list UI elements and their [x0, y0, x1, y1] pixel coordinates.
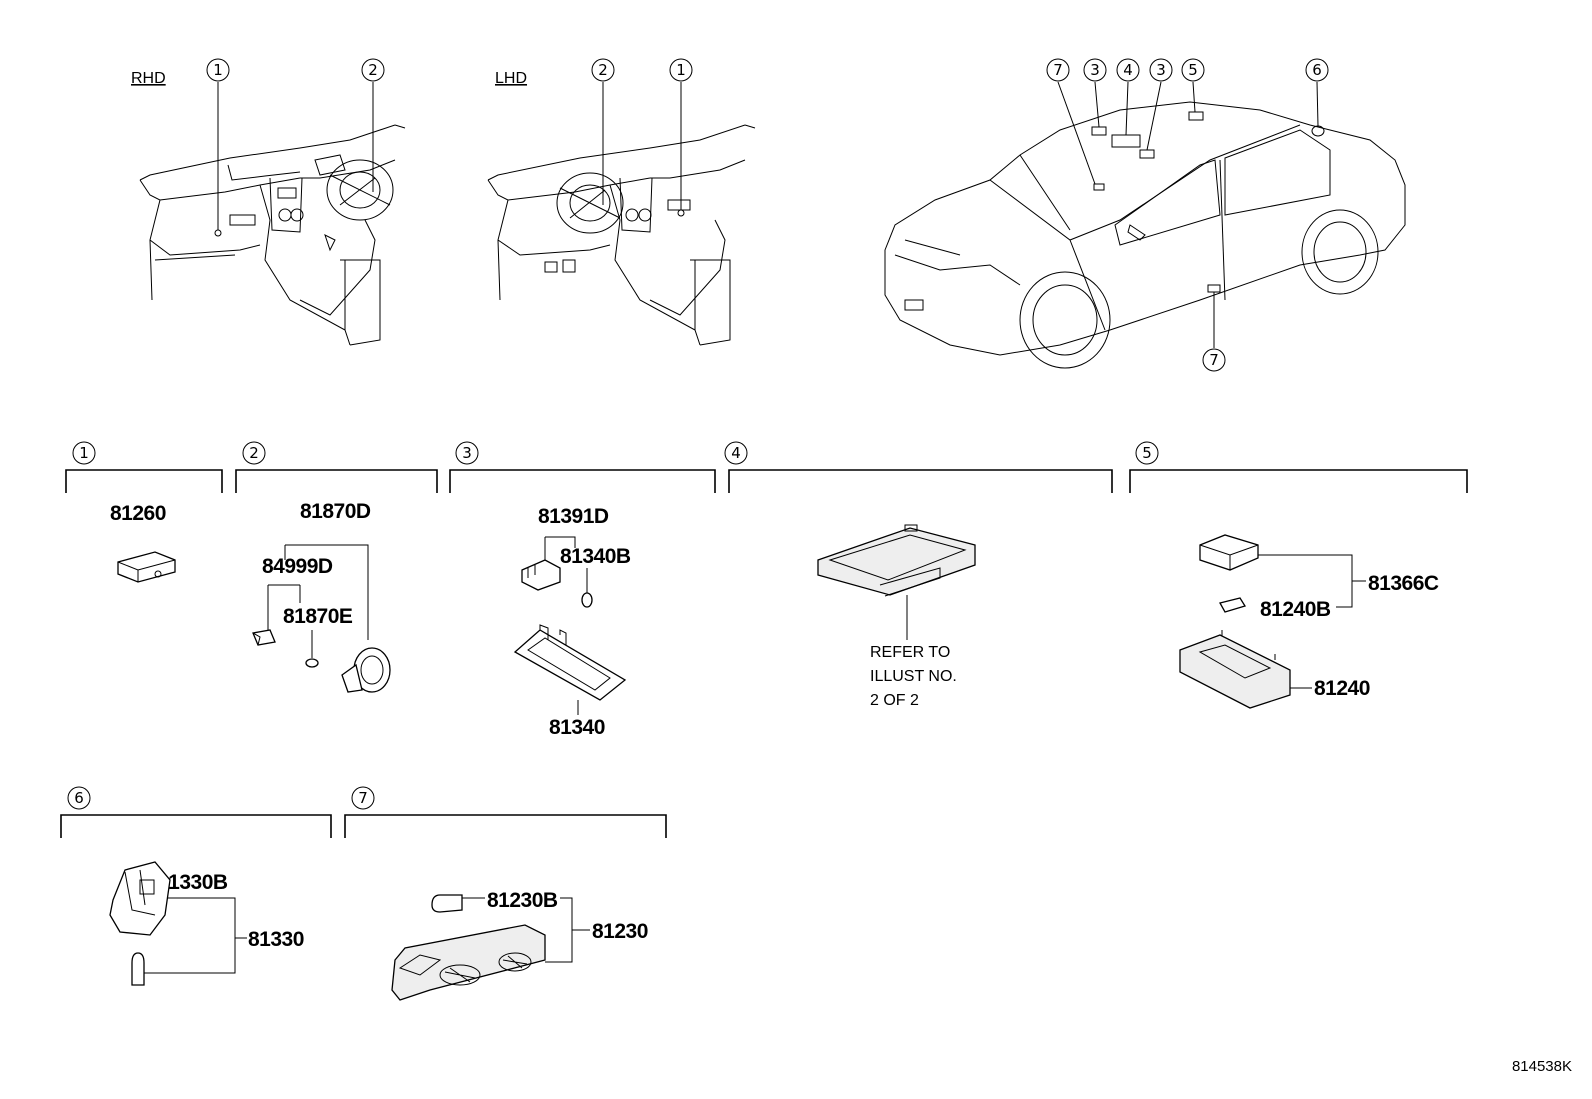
- group-6: 6 81330B 81330: [60, 786, 332, 986]
- part-81340B-label: 81340B: [560, 545, 631, 568]
- group-2: 2 81870D 84999D 81870E: [235, 441, 438, 693]
- part-81230-label: 81230: [592, 920, 648, 943]
- part-81340-label: 81340: [549, 716, 605, 739]
- part-81330-bulb-shape: [131, 952, 145, 986]
- part-81240B-label: 81240B: [1260, 598, 1331, 621]
- refer-note-line-2: ILLUST NO.: [870, 668, 957, 685]
- part-81340B-shape: [581, 592, 593, 608]
- callout-1-rhd: 1: [213, 61, 223, 79]
- part-81330B-label: 81330B: [157, 871, 228, 894]
- part-81870E-label: 81870E: [283, 605, 353, 628]
- part-81240-shape: [1179, 630, 1291, 709]
- group-4-callout: 4: [731, 444, 741, 462]
- callout-7-car-bottom: 7: [1209, 351, 1219, 369]
- part-81230-shape: [391, 924, 546, 1001]
- part-81870E-shape: [305, 658, 319, 668]
- part-81260-shape: [117, 551, 176, 583]
- refer-note-line-3: 2 OF 2: [870, 692, 919, 709]
- callout-6-car: 6: [1312, 61, 1322, 79]
- illustration-code: 814538K: [1512, 1058, 1572, 1075]
- part-81391D-label: 81391D: [538, 505, 609, 528]
- part-81330-label: 81330: [248, 928, 304, 951]
- overhead-console-shape: [817, 524, 976, 597]
- callout-3-car-b: 3: [1156, 61, 1166, 79]
- group-1-callout: 1: [79, 444, 89, 462]
- part-81366C-label: 81366C: [1368, 572, 1439, 595]
- lhd-label: LHD: [495, 70, 527, 87]
- part-84999D-label: 84999D: [262, 555, 333, 578]
- part-81260-label: 81260: [110, 502, 166, 525]
- rhd-dashboard-illustration: RHD 1 2: [131, 58, 406, 346]
- callout-3-car-a: 3: [1090, 61, 1100, 79]
- callout-7-car-top: 7: [1053, 61, 1063, 79]
- sedan-illustration: 7 3 4 3 5 6 7: [884, 58, 1406, 372]
- part-81870D-label: 81870D: [300, 500, 371, 523]
- part-81240-label: 81240: [1314, 677, 1370, 700]
- group-2-callout: 2: [249, 444, 259, 462]
- part-81366C-shape: [1199, 534, 1259, 571]
- callout-2-lhd: 2: [598, 61, 608, 79]
- part-81340-shape: [513, 624, 627, 701]
- group-7-callout: 7: [358, 789, 368, 807]
- callout-2-rhd: 2: [368, 61, 378, 79]
- part-81870D-shape: [341, 647, 391, 693]
- callout-4-car: 4: [1123, 61, 1133, 79]
- part-81230B-shape: [431, 894, 463, 913]
- group-3-callout: 3: [462, 444, 472, 462]
- group-3: 3 81391D 81340B 81340: [449, 441, 716, 739]
- part-81330B-shape: [109, 861, 171, 936]
- part-81391D-shape: [521, 559, 561, 591]
- refer-note-line-1: REFER TO: [870, 644, 950, 661]
- part-81240B-shape: [1219, 597, 1247, 613]
- part-81230B-label: 81230B: [487, 889, 558, 912]
- group-5: 5 81366C 81240B 81240: [1129, 441, 1468, 709]
- part-84999D-shape: [252, 629, 276, 646]
- group-4: 4 REFER TO ILLUST NO. 2 OF 2: [724, 441, 1113, 709]
- group-5-callout: 5: [1142, 444, 1152, 462]
- callout-5-car: 5: [1188, 61, 1198, 79]
- rhd-label: RHD: [131, 70, 166, 87]
- group-6-callout: 6: [74, 789, 84, 807]
- callout-1-lhd: 1: [676, 61, 686, 79]
- group-7: 7 81230B 81230: [344, 786, 667, 1001]
- lhd-dashboard-illustration: LHD 2 1: [487, 58, 756, 346]
- group-1: 1 81260: [65, 441, 223, 583]
